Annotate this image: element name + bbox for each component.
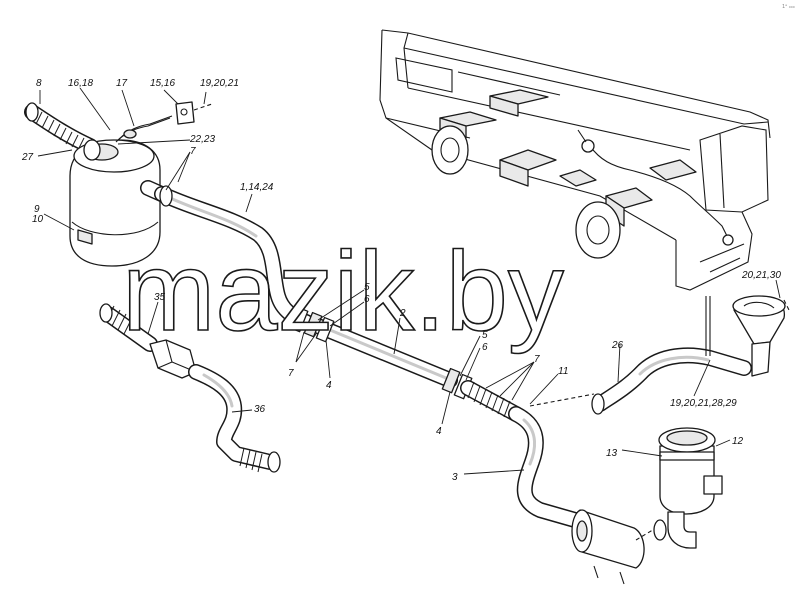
catalyst-pipe-assembly	[99, 303, 281, 473]
callout-1-14-24: 1,14,24	[240, 182, 274, 193]
callout-27: 27	[21, 152, 34, 163]
callout-7-right: 7	[534, 354, 540, 365]
callout-22-23: 22,23	[189, 134, 215, 145]
callout-5-left: 5	[364, 282, 370, 293]
callout-7-top: 7	[190, 146, 196, 157]
callout-19-20-21-28-29: 19,20,21,28,29	[670, 398, 737, 409]
callout-labels: 8 16,18 17 15,16 19,20,21 22,23 7 27 9 1…	[21, 4, 795, 483]
intake-elbow-assembly	[653, 427, 723, 549]
pipe-3	[508, 406, 590, 530]
callout-26: 26	[611, 340, 624, 351]
callout-6-right: 6	[482, 342, 488, 353]
bus-silencer-mark-icon	[581, 139, 595, 153]
callout-4-left: 4	[326, 380, 332, 391]
callout-6-left: 6	[364, 294, 370, 305]
callout-19-20-21-top: 19,20,21	[200, 78, 239, 89]
bus-outline	[379, 29, 771, 291]
pipe-2	[289, 306, 473, 400]
callout-10: 10	[32, 214, 44, 225]
callout-2: 2	[399, 308, 406, 319]
bus-tailpipe-mark-icon	[722, 234, 734, 246]
connection-dashed-line	[529, 393, 595, 407]
flex-joint-7	[460, 380, 524, 422]
callout-11: 11	[558, 366, 568, 377]
callout-17: 17	[116, 78, 128, 89]
callout-7-left: 7	[288, 368, 294, 379]
tailpipe-assembly	[591, 295, 791, 415]
rear-silencer	[571, 509, 657, 585]
callout-35: 35	[154, 292, 166, 303]
callout-15-16: 15,16	[150, 78, 175, 89]
callout-9: 9	[34, 204, 40, 215]
callout-12: 12	[732, 436, 744, 447]
callout-4-right: 4	[436, 426, 442, 437]
callout-36: 36	[254, 404, 266, 415]
corner-mark: 1ᵃ ₀₀₀	[782, 4, 795, 10]
callout-16-18: 16,18	[68, 78, 93, 89]
callout-5-right: 5	[482, 330, 488, 341]
sensor-harness	[115, 101, 213, 143]
callout-20-21-30: 20,21,30	[741, 270, 781, 281]
callout-8: 8	[36, 78, 42, 89]
callout-13: 13	[606, 448, 618, 459]
callout-3: 3	[452, 472, 458, 483]
pipe-1-14-24	[154, 185, 314, 330]
leader-lines	[37, 87, 781, 475]
watermark-text: mazik.by	[122, 229, 564, 354]
